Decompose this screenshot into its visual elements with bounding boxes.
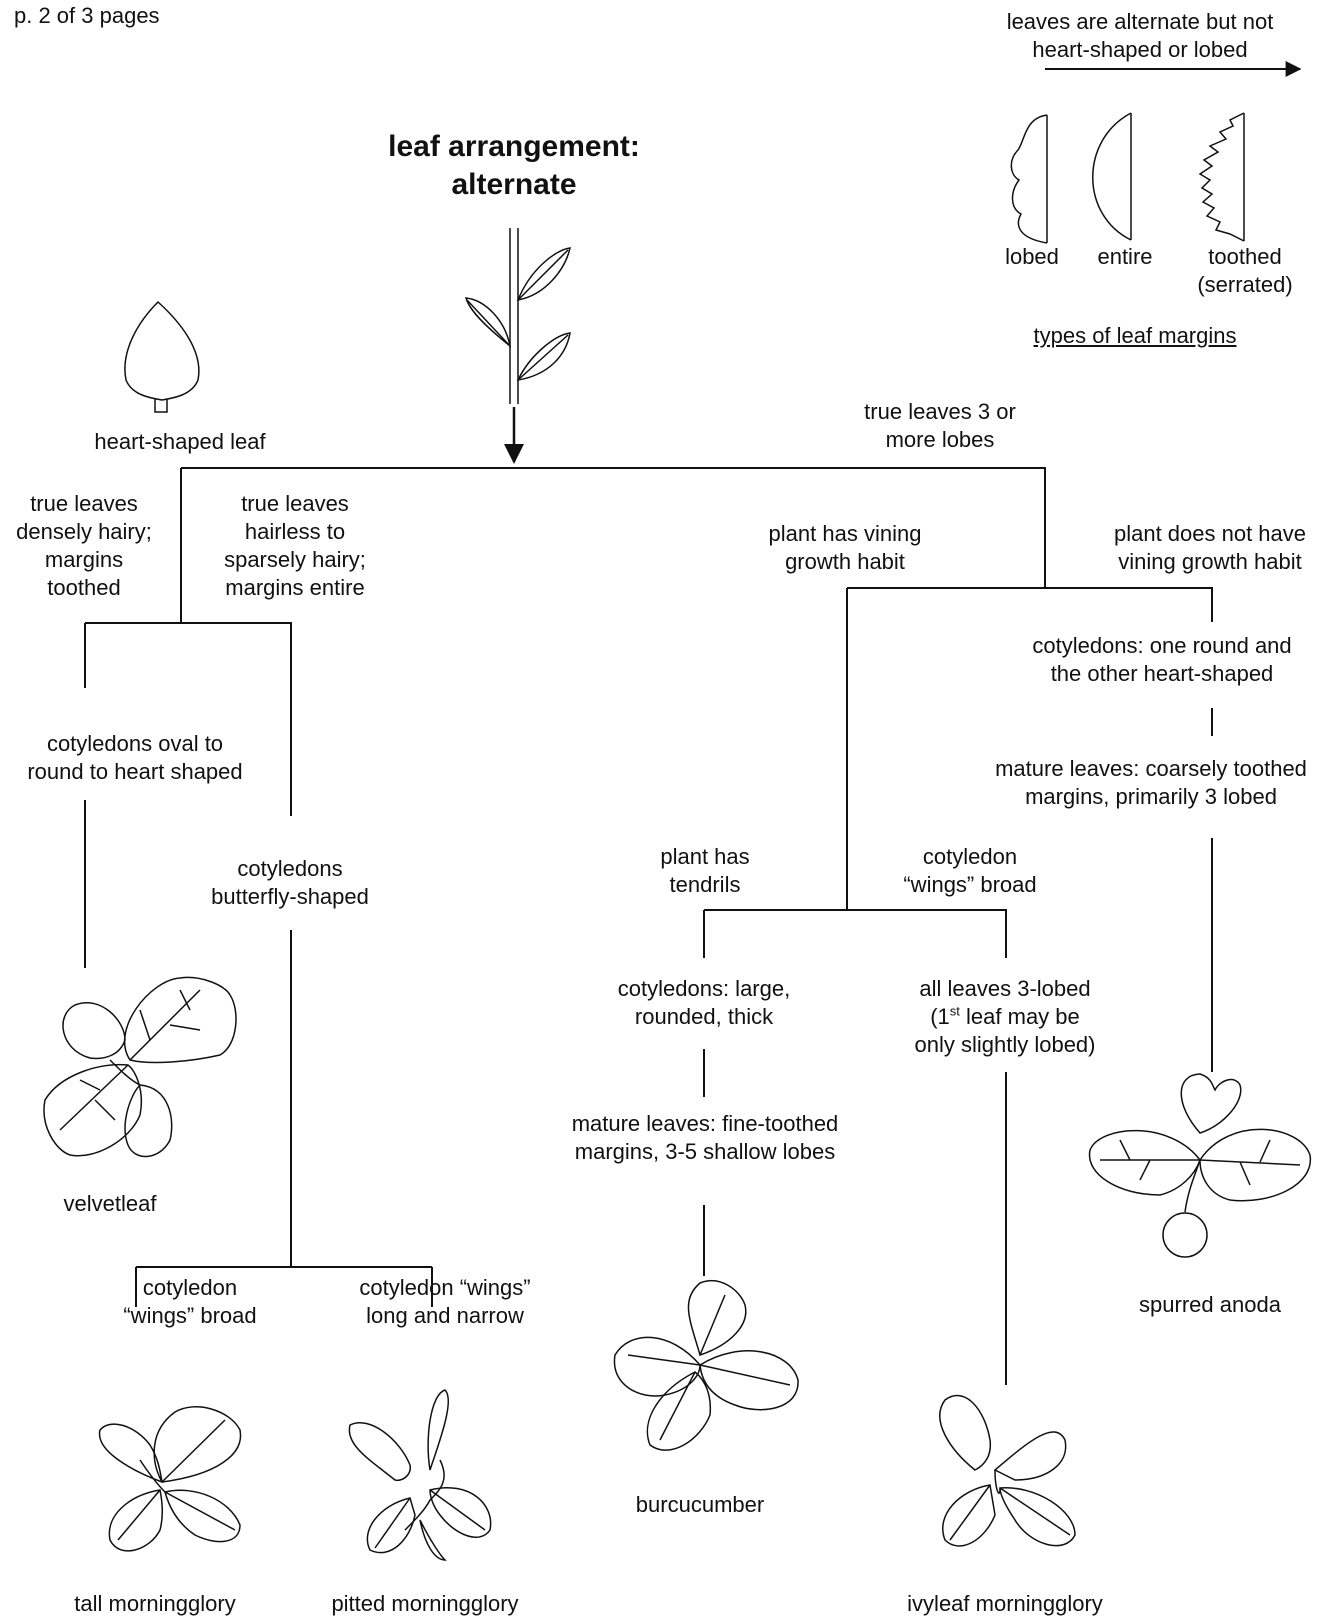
wings-narrow-line-2: long and narrow	[330, 1302, 560, 1330]
wings-broad-left-line-2: “wings” broad	[100, 1302, 280, 1330]
cot-butterfly-line-2: butterfly-shaped	[190, 883, 390, 911]
margins-caption: types of leaf margins	[1000, 322, 1270, 350]
toothed-label: toothed (serrated)	[1180, 243, 1310, 299]
diagram-title: leaf arrangement: alternate	[364, 128, 664, 204]
mature-coarse-label: mature leaves: coarsely toothed margins,…	[962, 755, 1340, 811]
densely-hairy-label: true leaves densely hairy; margins tooth…	[4, 490, 164, 602]
heart-shaped-leaf-icon	[125, 302, 199, 412]
lobed-label: lobed	[992, 243, 1072, 271]
densely-hairy-line-1: true leaves	[4, 490, 164, 518]
velvetleaf-illustration	[44, 977, 236, 1156]
ivyleaf-morningglory-illustration	[940, 1396, 1075, 1546]
toothed-label-line-2: (serrated)	[1180, 271, 1310, 299]
mature-coarse-line-2: margins, primarily 3 lobed	[962, 783, 1340, 811]
wings-broad-right-line-2: “wings” broad	[880, 871, 1060, 899]
page-label: p. 2 of 3 pages	[14, 2, 160, 30]
butterfly-branch-line	[136, 930, 432, 1307]
wings-broad-left-label: cotyledon “wings” broad	[100, 1274, 280, 1330]
cot-one-round-label: cotyledons: one round and the other hear…	[1002, 632, 1322, 688]
densely-hairy-line-2: densely hairy;	[4, 518, 164, 546]
wings-broad-right-label: cotyledon “wings” broad	[880, 843, 1060, 899]
cot-large-line-1: cotyledons: large,	[584, 975, 824, 1003]
all-3-lobed-line-2: (1st leaf may be	[880, 1003, 1130, 1031]
mature-fine-label: mature leaves: fine-toothed margins, 3-5…	[540, 1110, 870, 1166]
heart-shaped-leaf-caption: heart-shaped leaf	[60, 428, 300, 456]
not-heart-note-line-1: leaves are alternate but not	[950, 8, 1330, 36]
mature-fine-line-1: mature leaves: fine-toothed	[540, 1110, 870, 1138]
tall-morningglory-label: tall morningglory	[50, 1590, 260, 1618]
cot-large-line-2: rounded, thick	[584, 1003, 824, 1031]
title-line-2: alternate	[364, 166, 664, 204]
entire-margin-icon	[1093, 113, 1131, 240]
hairless-line-2: hairless to	[200, 518, 390, 546]
cot-butterfly-line-1: cotyledons	[190, 855, 390, 883]
wings-narrow-label: cotyledon “wings” long and narrow	[330, 1274, 560, 1330]
cot-oval-line-2: round to heart shaped	[0, 758, 270, 786]
lobed-margin-icon	[1011, 115, 1047, 243]
pitted-morningglory-label: pitted morningglory	[305, 1590, 545, 1618]
mature-fine-line-2: margins, 3-5 shallow lobes	[540, 1138, 870, 1166]
tendrils-line-2: tendrils	[630, 871, 780, 899]
not-heart-note: leaves are alternate but not heart-shape…	[950, 8, 1330, 64]
not-vining-label: plant does not have vining growth habit	[1090, 520, 1330, 576]
wings-narrow-line-1: cotyledon “wings”	[330, 1274, 560, 1302]
three-lobes-label: true leaves 3 or more lobes	[820, 398, 1060, 454]
all-3-lobed-line-1: all leaves 3-lobed	[880, 975, 1130, 1003]
vining-line-1: plant has vining	[730, 520, 960, 548]
mature-coarse-line-1: mature leaves: coarsely toothed	[962, 755, 1340, 783]
burcucumber-label: burcucumber	[620, 1491, 780, 1519]
title-line-1: leaf arrangement:	[364, 128, 664, 166]
first-leaf-superscript: st	[950, 1004, 960, 1019]
all-3-lobed-line-3: only slightly lobed)	[880, 1031, 1130, 1059]
three-lobes-line-1: true leaves 3 or	[820, 398, 1060, 426]
burcucumber-illustration	[614, 1281, 798, 1450]
tendrils-branch-line	[704, 910, 1006, 958]
hairless-label: true leaves hairless to sparsely hairy; …	[200, 490, 390, 602]
ivyleaf-morningglory-label: ivyleaf morningglory	[885, 1590, 1125, 1618]
spurred-anoda-label: spurred anoda	[1110, 1291, 1310, 1319]
hairiness-branch-line	[85, 623, 291, 816]
three-lobes-line-2: more lobes	[820, 426, 1060, 454]
toothed-label-line-1: toothed	[1180, 243, 1310, 271]
vining-line-2: growth habit	[730, 548, 960, 576]
cot-one-round-line-2: the other heart-shaped	[1002, 660, 1322, 688]
hairless-line-1: true leaves	[200, 490, 390, 518]
entire-label: entire	[1085, 243, 1165, 271]
all-3-lobed-label: all leaves 3-lobed (1st leaf may be only…	[880, 975, 1130, 1059]
tendrils-line-1: plant has	[630, 843, 780, 871]
cot-oval-label: cotyledons oval to round to heart shaped	[0, 730, 270, 786]
not-heart-note-line-2: heart-shaped or lobed	[950, 36, 1330, 64]
velvetleaf-label: velvetleaf	[50, 1190, 170, 1218]
toothed-margin-icon	[1200, 113, 1244, 241]
densely-hairy-line-4: toothed	[4, 574, 164, 602]
alternate-stem-icon	[466, 228, 570, 404]
hairless-line-4: margins entire	[200, 574, 390, 602]
first-leaf-prefix: (1	[930, 1004, 950, 1029]
wings-broad-left-line-1: cotyledon	[100, 1274, 280, 1302]
cot-large-label: cotyledons: large, rounded, thick	[584, 975, 824, 1031]
not-vining-line-2: vining growth habit	[1090, 548, 1330, 576]
first-leaf-suffix: leaf may be	[960, 1004, 1080, 1029]
cot-butterfly-label: cotyledons butterfly-shaped	[190, 855, 390, 911]
densely-hairy-line-3: margins	[4, 546, 164, 574]
cot-one-round-line-1: cotyledons: one round and	[1002, 632, 1322, 660]
hairless-line-3: sparsely hairy;	[200, 546, 390, 574]
tendrils-label: plant has tendrils	[630, 843, 780, 899]
wings-broad-right-line-1: cotyledon	[880, 843, 1060, 871]
pitted-morningglory-illustration	[349, 1390, 490, 1560]
not-vining-line-1: plant does not have	[1090, 520, 1330, 548]
cot-oval-line-1: cotyledons oval to	[0, 730, 270, 758]
vining-label: plant has vining growth habit	[730, 520, 960, 576]
spurred-anoda-illustration	[1090, 1074, 1311, 1257]
tall-morningglory-illustration	[100, 1407, 241, 1551]
